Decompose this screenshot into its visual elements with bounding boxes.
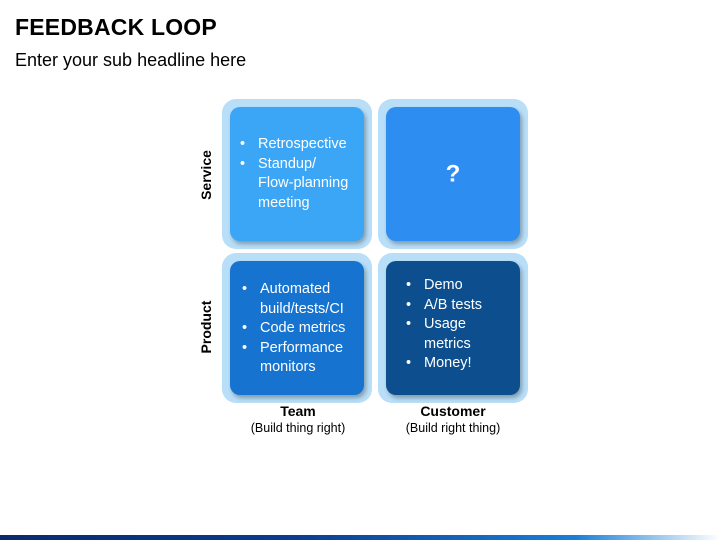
list-item: A/B tests [402,296,514,316]
row-label-product: Product [198,300,214,354]
footer-accent-bar [0,535,720,540]
quadrant-product-customer: Demo A/B tests Usage metrics Money! [386,261,520,395]
list-item: Money! [402,354,514,374]
list-item: Demo [402,276,514,296]
quadrant-service-customer: ? [386,107,520,241]
column-subtitle-customer: (Build right thing) [405,421,501,435]
list-item: Retrospective [236,135,358,155]
quadrant-service-team: Retrospective Standup/ Flow-planning mee… [230,107,364,241]
list-item: Usage metrics [402,315,514,354]
list-item: Standup/ Flow-planning meeting [236,155,358,214]
page-title: FEEDBACK LOOP [15,14,217,40]
product-team-list: Automated build/tests/CI Code metrics Pe… [238,280,360,378]
row-label-service: Service [198,150,214,200]
list-item: Automated build/tests/CI [238,280,360,319]
service-team-list: Retrospective Standup/ Flow-planning mee… [236,135,358,213]
column-title-customer: Customer [420,403,486,419]
list-item: Performance monitors [238,339,360,378]
page-subtitle: Enter your sub headline here [15,50,247,70]
question-mark: ? [445,160,461,188]
column-label-customer: Customer (Build right thing) [378,403,528,437]
product-customer-list: Demo A/B tests Usage metrics Money! [402,276,514,374]
quadrant-product-team: Automated build/tests/CI Code metrics Pe… [230,261,364,395]
column-label-team: Team (Build thing right) [223,403,373,437]
column-subtitle-team: (Build thing right) [250,421,346,435]
list-item: Code metrics [238,319,360,339]
column-title-team: Team [280,403,316,419]
